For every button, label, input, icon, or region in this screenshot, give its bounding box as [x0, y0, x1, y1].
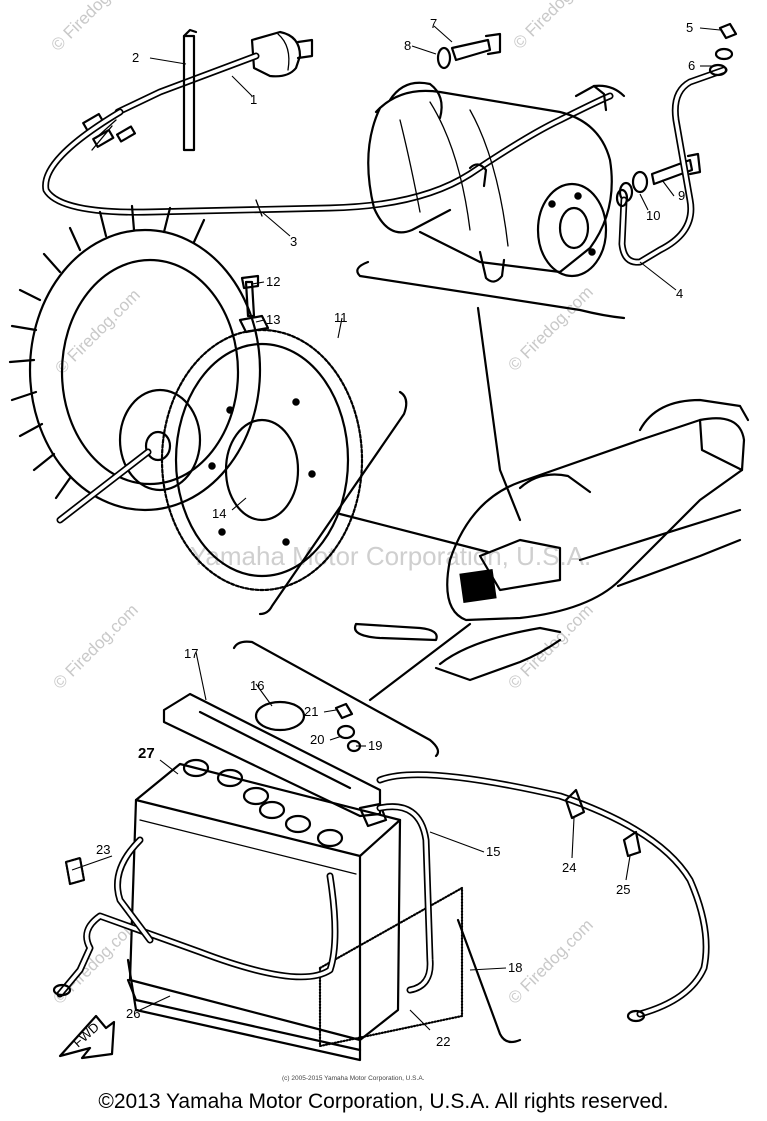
small-print: (c) 2005-2015 Yamaha Motor Corporation, …	[282, 1075, 425, 1082]
callout-16: 16	[250, 678, 264, 693]
callout-19: 19	[368, 738, 382, 753]
watermark-site: © Firedog.com	[47, 0, 139, 55]
starter-motor	[367, 81, 626, 283]
leader-wires	[338, 306, 522, 702]
callout-12: 12	[266, 274, 280, 289]
callout-13: 13	[266, 312, 280, 327]
copyright-notice: ©2013 Yamaha Motor Corporation, U.S.A. A…	[98, 1090, 669, 1113]
callout-18: 18	[508, 960, 522, 975]
callout-20: 20	[310, 732, 324, 747]
callout-26: 26	[126, 1006, 140, 1021]
section-brackets	[232, 260, 626, 758]
watermark-center: Yamaha Motor Corporation, U.S.A.	[190, 541, 591, 571]
fasteners-top	[436, 22, 738, 203]
main-switch-harness	[42, 28, 614, 217]
callout-27: 27	[138, 745, 155, 762]
callout-11: 11	[334, 310, 348, 325]
callout-7: 7	[430, 16, 437, 31]
callout-25: 25	[616, 882, 630, 897]
callout-1: 1	[250, 92, 257, 107]
callout-21: 21	[304, 704, 318, 719]
battery-cable-upper	[615, 63, 728, 266]
callout-15: 15	[486, 844, 500, 859]
callout-numbers: 1 2 3 4 5 6 7 8 9 10 11 12 13 14 15 16 1…	[96, 16, 695, 1049]
flywheel-assembly	[8, 204, 364, 592]
watermark-site: © Firedog.com	[51, 285, 143, 377]
callout-leaders	[71, 25, 721, 1031]
callout-6: 6	[688, 58, 695, 73]
fwd-arrow-icon: FWD	[58, 1014, 116, 1060]
callout-22: 22	[436, 1034, 450, 1049]
callout-4: 4	[676, 286, 683, 301]
watermark-site: © Firedog.com	[509, 0, 601, 53]
callout-10: 10	[646, 208, 660, 223]
callout-5: 5	[686, 20, 693, 35]
callout-3: 3	[290, 234, 297, 249]
callout-9: 9	[678, 188, 685, 203]
callout-17: 17	[184, 646, 198, 661]
snowmobile	[353, 398, 750, 682]
fwd-label: FWD	[70, 1019, 102, 1050]
callout-23: 23	[96, 842, 110, 857]
watermark-site: © Firedog.com	[504, 282, 596, 374]
callout-2: 2	[132, 50, 139, 65]
callout-14: 14	[212, 506, 226, 521]
battery-assembly	[52, 692, 710, 1062]
callout-24: 24	[562, 860, 576, 875]
watermark-site: © Firedog.com	[49, 600, 141, 692]
callout-8: 8	[404, 38, 411, 53]
